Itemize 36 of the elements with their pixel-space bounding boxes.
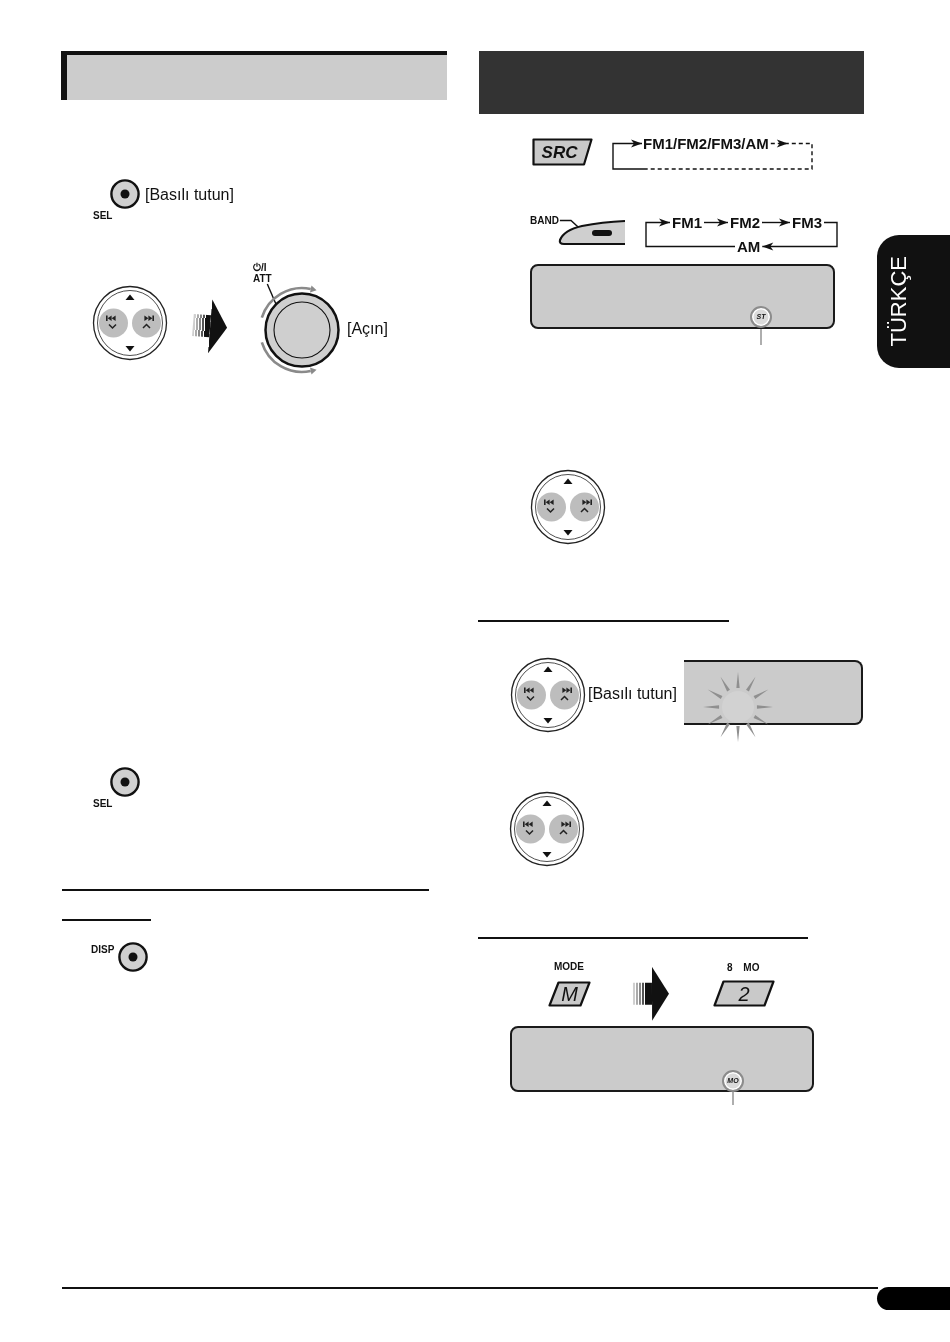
display-panel xyxy=(530,264,835,329)
loop-arrow xyxy=(612,139,813,170)
button-label: SEL xyxy=(93,210,113,221)
mode-button: M xyxy=(548,981,591,1007)
instruction-text: [Basılı tutun] xyxy=(145,185,234,204)
preset-button: 2 xyxy=(713,980,775,1007)
arrow xyxy=(761,221,838,251)
button-label: DISP xyxy=(91,944,115,955)
instruction-text: [Açın] xyxy=(347,319,388,338)
leader-line xyxy=(266,283,277,305)
arrow xyxy=(761,218,791,227)
leader-line xyxy=(559,219,580,228)
arrow xyxy=(645,218,736,248)
button-caption: MODE xyxy=(554,961,584,972)
control-pad xyxy=(530,469,606,545)
band-label: FM3 xyxy=(792,214,822,231)
band-button xyxy=(558,219,626,245)
leader-line xyxy=(760,327,762,346)
button-caption: 8 MO xyxy=(727,962,760,973)
tab-label: TÜRKÇE xyxy=(887,256,911,347)
band-label: FM2 xyxy=(730,214,760,231)
band-label: FM1 xyxy=(672,214,702,231)
band-label: FM1/FM2/FM3/AM xyxy=(643,135,769,152)
button-label: BAND xyxy=(530,215,559,226)
source-button: SRC xyxy=(532,138,593,166)
instruction-text: [Basılı tutun] xyxy=(588,684,677,703)
display-panel xyxy=(510,1026,814,1092)
knob-label: ⏻/I ATT xyxy=(253,263,279,284)
control-pad xyxy=(92,285,168,361)
control-pad xyxy=(510,657,586,733)
control-pad xyxy=(509,791,585,867)
language-tab xyxy=(877,235,950,368)
band-label: AM xyxy=(737,238,761,255)
leader-line xyxy=(732,1091,734,1106)
arrow xyxy=(703,218,729,227)
button-label: SEL xyxy=(93,798,113,809)
